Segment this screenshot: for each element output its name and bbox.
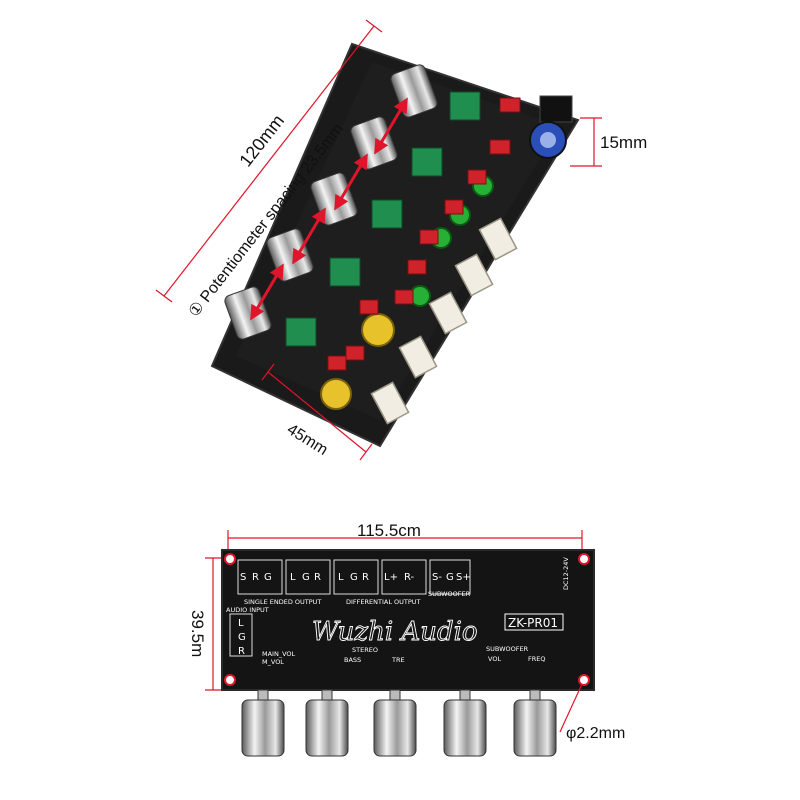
dimension-height-top bbox=[570, 117, 602, 167]
hole-callout-line bbox=[559, 683, 583, 733]
bottom-board: 115.5cm 39.5m S R G L bbox=[188, 521, 625, 757]
mounting-holes bbox=[224, 553, 590, 686]
brand-logo: Wuzhi Audio bbox=[312, 617, 478, 647]
spacing-arrows bbox=[250, 97, 408, 321]
pin-label: G bbox=[302, 572, 310, 583]
pin-label: G bbox=[446, 572, 454, 583]
length-label-top: 120mm bbox=[235, 111, 288, 171]
bottom-pcb bbox=[221, 549, 595, 691]
width-label-top: 45mm bbox=[284, 421, 331, 459]
silk-m-vol: M_VOL bbox=[262, 658, 284, 666]
top-board: 120mm ① Potentiometer spacing 23.5mm 45m… bbox=[155, 19, 647, 461]
pin-label: L+ bbox=[384, 572, 398, 583]
silk-single-ended-output: SINGLE ENDED OUTPUT bbox=[244, 598, 321, 606]
pin-label: L bbox=[338, 572, 344, 583]
silk-differential-output: DIFFERENTIAL OUTPUT bbox=[346, 598, 421, 606]
silk-subwoofer-bottom: SUBWOOFER bbox=[486, 645, 529, 653]
pin-label: R bbox=[362, 572, 369, 583]
height-label-top: 15mm bbox=[600, 133, 647, 152]
capacitors-yellow bbox=[320, 313, 395, 410]
pin-label: S- bbox=[432, 572, 442, 583]
pin-label: S bbox=[240, 572, 246, 583]
dc-jack bbox=[539, 95, 573, 123]
silk-subwoofer-top: SUBWOOFER bbox=[428, 590, 471, 598]
audio-input-box bbox=[229, 613, 253, 657]
dimension-width-top bbox=[261, 363, 373, 461]
silk-main-vol: MAIN_VOL bbox=[262, 650, 296, 658]
film-capacitors bbox=[327, 97, 521, 371]
dc-label: DC12-24V bbox=[562, 557, 570, 590]
pin-label: R- bbox=[404, 572, 415, 583]
input-pin-label: L bbox=[238, 618, 244, 629]
silk-audio-input: AUDIO INPUT bbox=[226, 606, 269, 614]
bottom-knobs bbox=[241, 689, 557, 757]
pin-label: G bbox=[264, 572, 272, 583]
silk-tre: TRE bbox=[391, 656, 405, 664]
pin-label: R bbox=[252, 572, 259, 583]
input-pin-label: R bbox=[238, 646, 245, 657]
model-box bbox=[504, 613, 564, 631]
height-label-bottom: 39.5m bbox=[188, 610, 207, 657]
connector-headers bbox=[370, 217, 518, 425]
silk-bass: BASS bbox=[344, 656, 361, 664]
potentiometers bbox=[285, 91, 481, 347]
silk-freq: FREQ bbox=[528, 655, 545, 663]
pin-label: R bbox=[314, 572, 321, 583]
silk-stereo: STEREO bbox=[352, 646, 378, 654]
length-label-bottom: 115.5cm bbox=[357, 521, 421, 540]
silk-vol: VOL bbox=[488, 655, 501, 663]
pin-label: S+ bbox=[456, 572, 471, 583]
silkscreen-connectors bbox=[237, 559, 471, 595]
input-pin-label: G bbox=[238, 632, 246, 643]
dimension-length-top bbox=[155, 19, 383, 303]
pin-label: G bbox=[350, 572, 358, 583]
hole-label: φ2.2mm bbox=[566, 725, 625, 742]
model-label: ZK-PR01 bbox=[508, 616, 558, 630]
pin-label: L bbox=[290, 572, 296, 583]
